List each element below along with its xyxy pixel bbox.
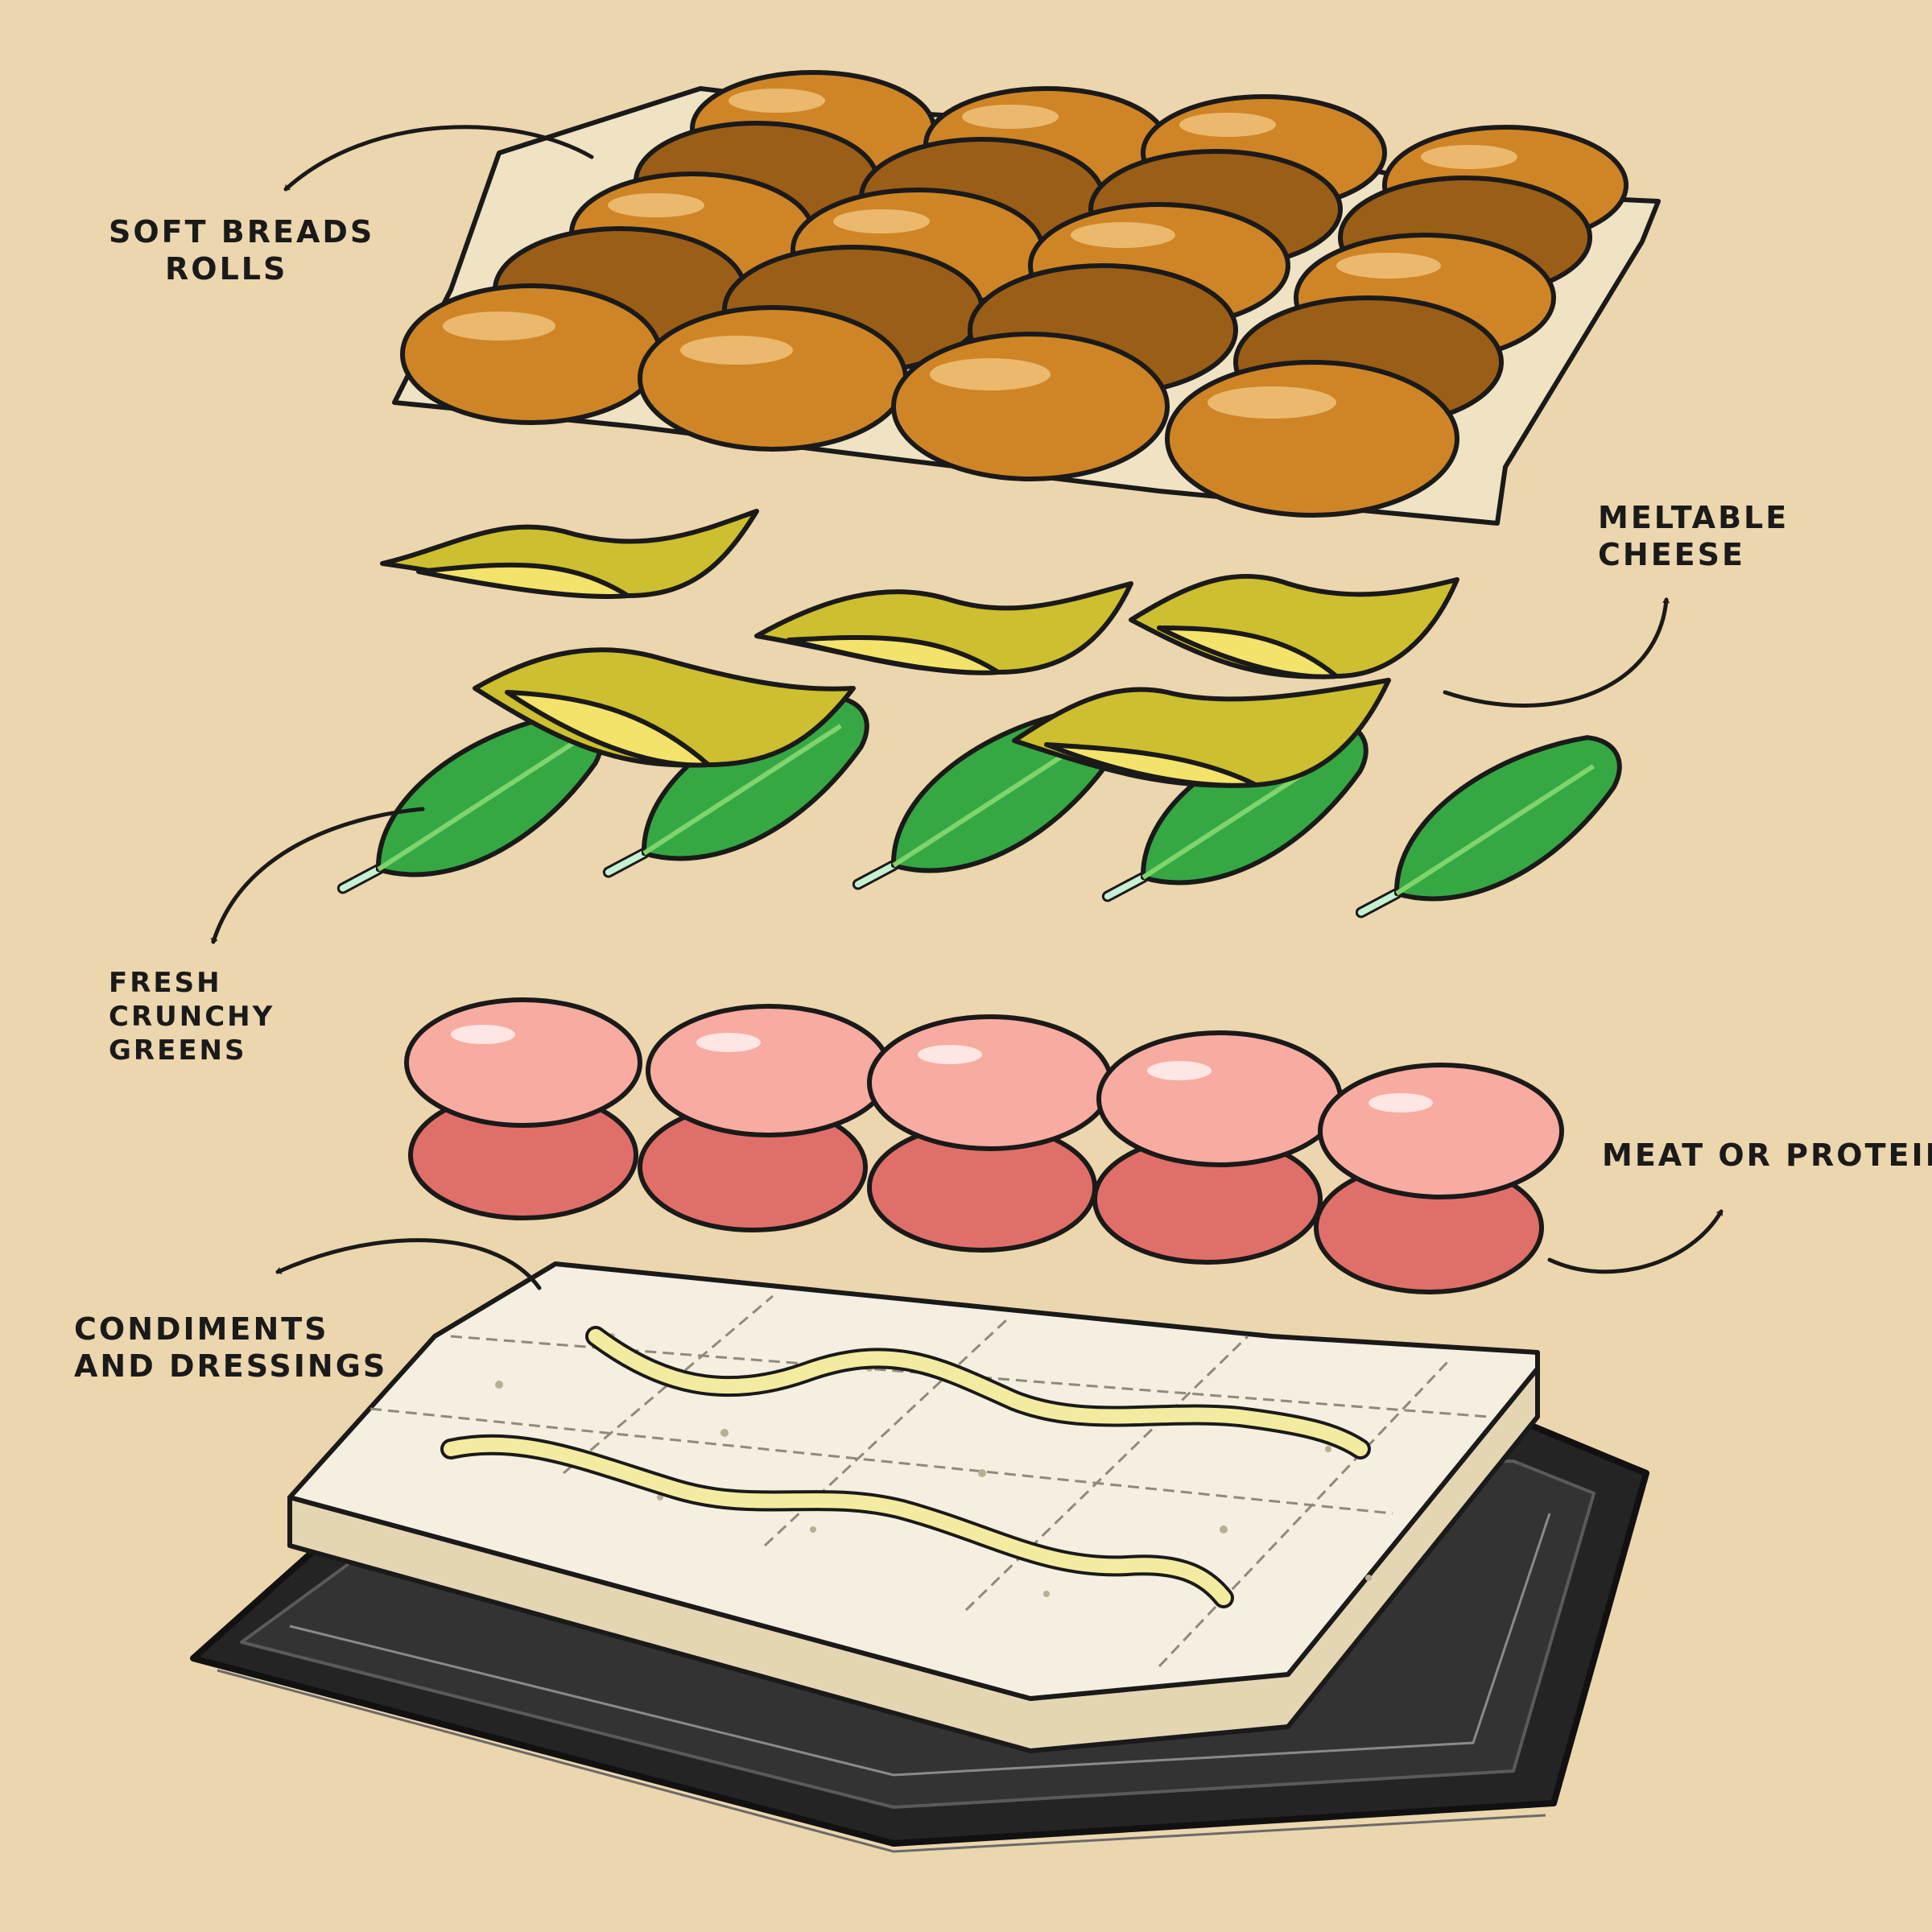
bread-base bbox=[287, 1261, 1540, 1753]
label-meat: Meat or protein bbox=[1602, 1137, 1932, 1174]
label-greens: Fresh crunchy greens bbox=[109, 966, 275, 1067]
label-rolls: Soft breads rolls bbox=[109, 213, 374, 287]
lettuce-leaves bbox=[336, 695, 1622, 919]
label-meat-line-1: Meat or protein bbox=[1602, 1137, 1932, 1173]
label-condiments: Condiments and dressings bbox=[74, 1311, 387, 1385]
arrow-condiments bbox=[275, 1238, 542, 1290]
label-rolls-line-1: Soft breads bbox=[109, 214, 375, 250]
label-greens-line-1: Fresh bbox=[109, 967, 222, 999]
label-cheese-line-1: Meltable bbox=[1598, 500, 1790, 535]
cheese-slices bbox=[380, 509, 1459, 788]
label-greens-line-3: greens bbox=[109, 1034, 247, 1067]
label-condiments-line-1: Condiments bbox=[74, 1311, 329, 1347]
arrow-rolls bbox=[283, 125, 594, 192]
label-greens-line-2: crunchy bbox=[109, 1001, 275, 1033]
arrow-cheese bbox=[1443, 597, 1670, 708]
bread-rolls bbox=[392, 70, 1661, 526]
label-cheese: Meltable cheese bbox=[1598, 499, 1789, 573]
arrow-greens bbox=[210, 807, 425, 944]
label-cheese-line-2: cheese bbox=[1598, 537, 1745, 572]
pointer-arrows bbox=[210, 125, 1724, 1290]
meat-slices bbox=[404, 997, 1564, 1294]
label-condiments-line-2: and dressings bbox=[74, 1348, 388, 1384]
arrow-meat bbox=[1547, 1209, 1724, 1274]
label-rolls-line-2: rolls bbox=[165, 251, 288, 287]
